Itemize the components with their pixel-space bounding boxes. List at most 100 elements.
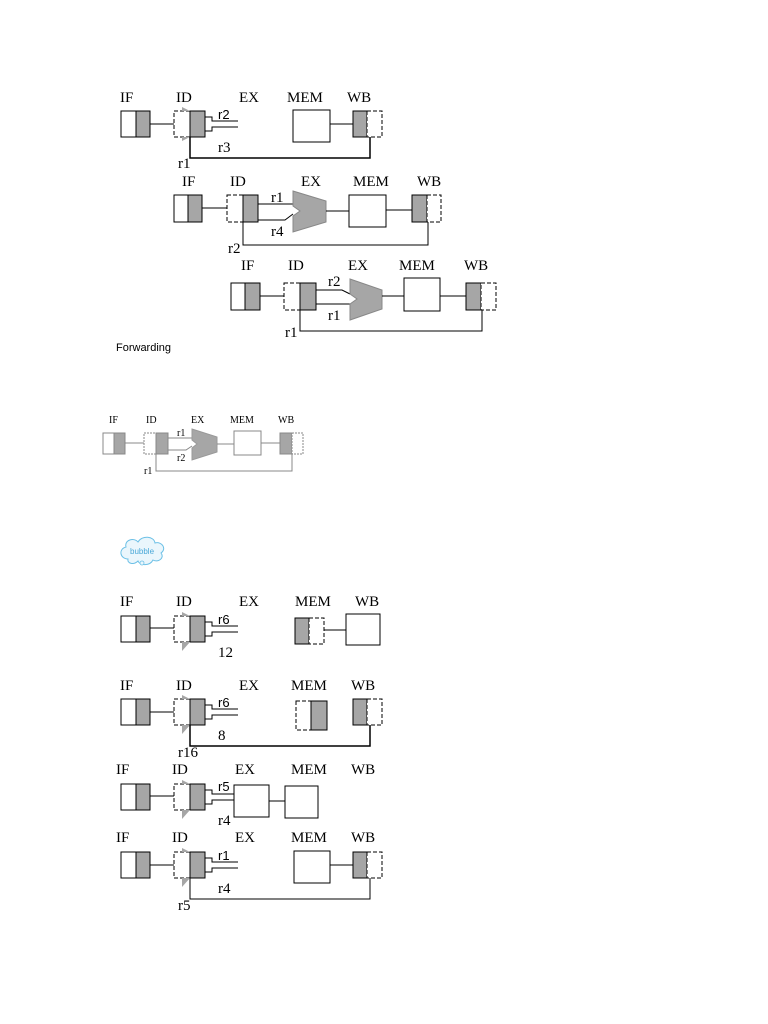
stage-label-wb: WB: [278, 415, 294, 426]
stage-label-ex: EX: [235, 762, 255, 778]
id-register: [283, 282, 317, 311]
register-read-ports: [205, 857, 238, 873]
register-read-ports: [205, 704, 238, 720]
stage-label-wb: WB: [351, 830, 375, 846]
wb-register: [465, 282, 497, 311]
stage-label-mem: MEM: [291, 762, 327, 778]
alu-inputs: [316, 289, 351, 305]
alu-shape: [191, 428, 218, 461]
stage-label-wb: WB: [355, 594, 379, 610]
stage-label-wb: WB: [347, 90, 371, 106]
wb-register: [411, 194, 442, 223]
mem-box: [293, 850, 331, 884]
pipeline-row-1: IF ID EX MEM WB r2 r3 r1: [120, 90, 383, 172]
wb-register: [352, 851, 383, 879]
stage-label-id: ID: [172, 830, 188, 846]
alu-inputs: [168, 437, 193, 451]
reg-label: 8: [218, 728, 226, 744]
stage-label-if: IF: [116, 762, 129, 778]
register-read-ports: [205, 621, 238, 637]
reg-label: r1: [178, 156, 191, 172]
if-register: [102, 432, 126, 455]
ex-box: [233, 784, 270, 818]
writeback-path: [242, 222, 429, 246]
stage-label-ex: EX: [348, 258, 368, 274]
id-register: [173, 107, 206, 141]
stage-label-ex: EX: [239, 678, 259, 694]
stage-label-id: ID: [176, 90, 192, 106]
if-register: [230, 282, 261, 311]
reg-label: r2: [177, 453, 185, 464]
stage-label-if: IF: [120, 90, 133, 106]
mem-register: [294, 617, 325, 645]
forwarding-caption: Forwarding: [116, 342, 171, 354]
wb-register: [352, 698, 383, 726]
if-register: [120, 783, 151, 811]
mem-box: [233, 430, 262, 456]
stage-label-if: IF: [109, 415, 118, 426]
writeback-path: [155, 454, 293, 472]
mem-box: [284, 785, 319, 819]
pipeline-row-2: IF ID EX MEM WB r1 r4 r2: [173, 174, 442, 257]
reg-label: r3: [218, 140, 231, 156]
register-read-ports: [205, 116, 238, 132]
reg-label: r1: [177, 428, 185, 439]
if-register: [120, 851, 151, 879]
id-register: [173, 848, 206, 887]
id-register: [173, 612, 206, 651]
stage-label-mem: MEM: [295, 594, 331, 610]
id-register: [173, 695, 206, 734]
stage-label-id: ID: [230, 174, 246, 190]
alu-inputs: [258, 203, 294, 221]
id-register: [226, 194, 259, 223]
mem-box: [292, 109, 331, 143]
id-register: [173, 780, 206, 819]
if-register: [173, 194, 203, 223]
stage-label-mem: MEM: [291, 830, 327, 846]
reg-label: r4: [271, 224, 284, 240]
pipeline-row-8: IF ID EX MEM WB r1 r4 r5: [116, 830, 383, 914]
stage-label-wb: WB: [417, 174, 441, 190]
stage-label-ex: EX: [301, 174, 321, 190]
stage-label-mem: MEM: [353, 174, 389, 190]
register-read-ports: [205, 789, 234, 805]
reg-label: r16: [178, 745, 198, 761]
stage-label-wb: WB: [351, 762, 375, 778]
mem-register: [295, 700, 328, 731]
reg-label: r5: [218, 779, 230, 794]
bubble-label: bubble: [130, 547, 155, 556]
reg-label: r2: [328, 274, 341, 290]
id-register: [143, 432, 169, 455]
pipeline-row-3: IF ID EX MEM WB r2 r1 r1: [230, 258, 497, 341]
stage-label-wb: WB: [351, 678, 375, 694]
reg-label: r1: [271, 190, 284, 206]
bubble-cloud: bubble: [120, 536, 165, 566]
wb-box: [345, 613, 381, 646]
stage-label-ex: EX: [239, 594, 259, 610]
stage-label-mem: MEM: [291, 678, 327, 694]
stage-label-id: ID: [176, 594, 192, 610]
mem-box: [348, 194, 387, 228]
stage-label-mem: MEM: [287, 90, 323, 106]
stage-label-mem: MEM: [230, 415, 254, 426]
reg-label: r2: [218, 107, 230, 122]
wb-register: [279, 432, 304, 455]
reg-label: r6: [218, 695, 230, 710]
stage-label-id: ID: [176, 678, 192, 694]
if-register: [120, 110, 151, 138]
pipeline-row-forwarding-small: IF ID EX MEM WB r1 r2 r1: [102, 415, 304, 477]
writeback-path: [189, 725, 371, 747]
writeback-path: [189, 878, 371, 900]
alu-shape: [292, 190, 327, 233]
reg-label: r1: [218, 848, 230, 863]
pipeline-row-7: IF ID EX MEM WB r5 r4: [116, 762, 375, 829]
reg-label: r2: [228, 241, 241, 257]
reg-label: r1: [144, 466, 152, 477]
reg-label: r4: [218, 881, 231, 897]
stage-label-mem: MEM: [399, 258, 435, 274]
reg-label: r6: [218, 612, 230, 627]
reg-label: 12: [218, 645, 233, 661]
if-register: [120, 698, 151, 726]
stage-label-if: IF: [120, 678, 133, 694]
